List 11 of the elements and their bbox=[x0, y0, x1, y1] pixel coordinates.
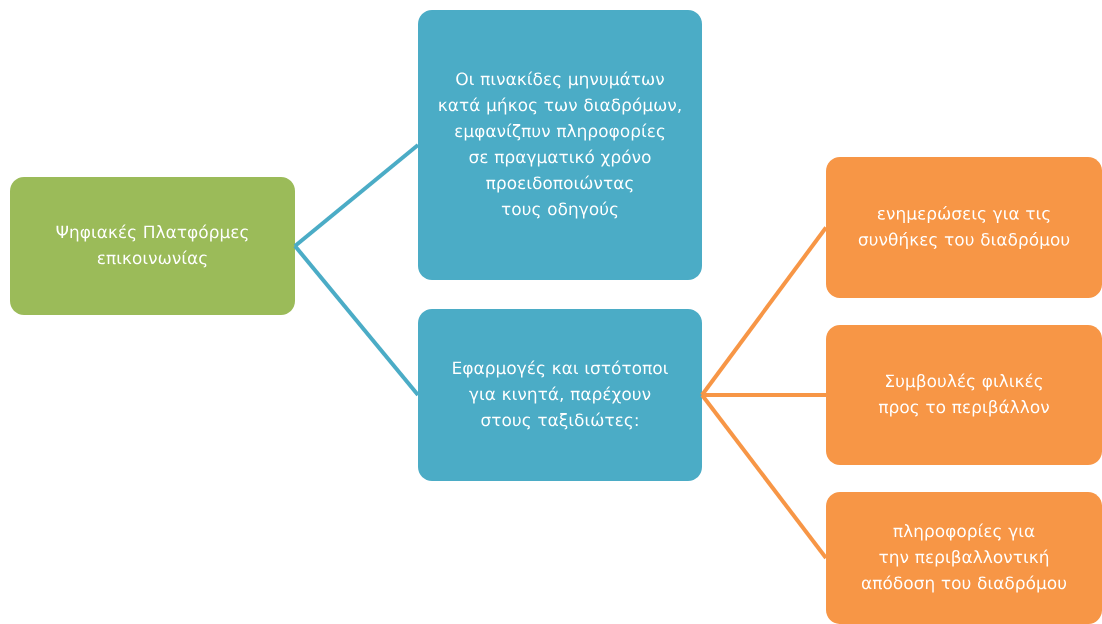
detail-box: πληροφορίες για την περιβαλλοντική απόδοση του διαδρόμου bbox=[826, 492, 1102, 624]
topic-box: Οι πινακίδες μηνυμάτων κατά μήκος των διαδρόμων, εμφανίζπυν πληροφορίες σε πραγματικό χρόνο προειδοποιώντας τους οδηγούς bbox=[418, 10, 702, 280]
topic-box: Εφαρμογές και ιστότοποι για κινητά, παρέχουν στους ταξιδιώτες: bbox=[418, 309, 702, 481]
connector-line bbox=[702, 393, 826, 397]
detail-box: Συμβουλές φιλικές προς το περιβάλλον bbox=[826, 325, 1102, 465]
category-box: Ψηφιακές Πλατφόρμες επικοινωνίας bbox=[10, 177, 295, 315]
connector-line bbox=[293, 244, 420, 397]
detail-box: ενημερώσεις για τις συνθήκες του διαδρόμου bbox=[826, 157, 1102, 298]
connector-line bbox=[700, 393, 828, 560]
connector-line bbox=[293, 143, 420, 248]
connector-line bbox=[700, 226, 828, 397]
